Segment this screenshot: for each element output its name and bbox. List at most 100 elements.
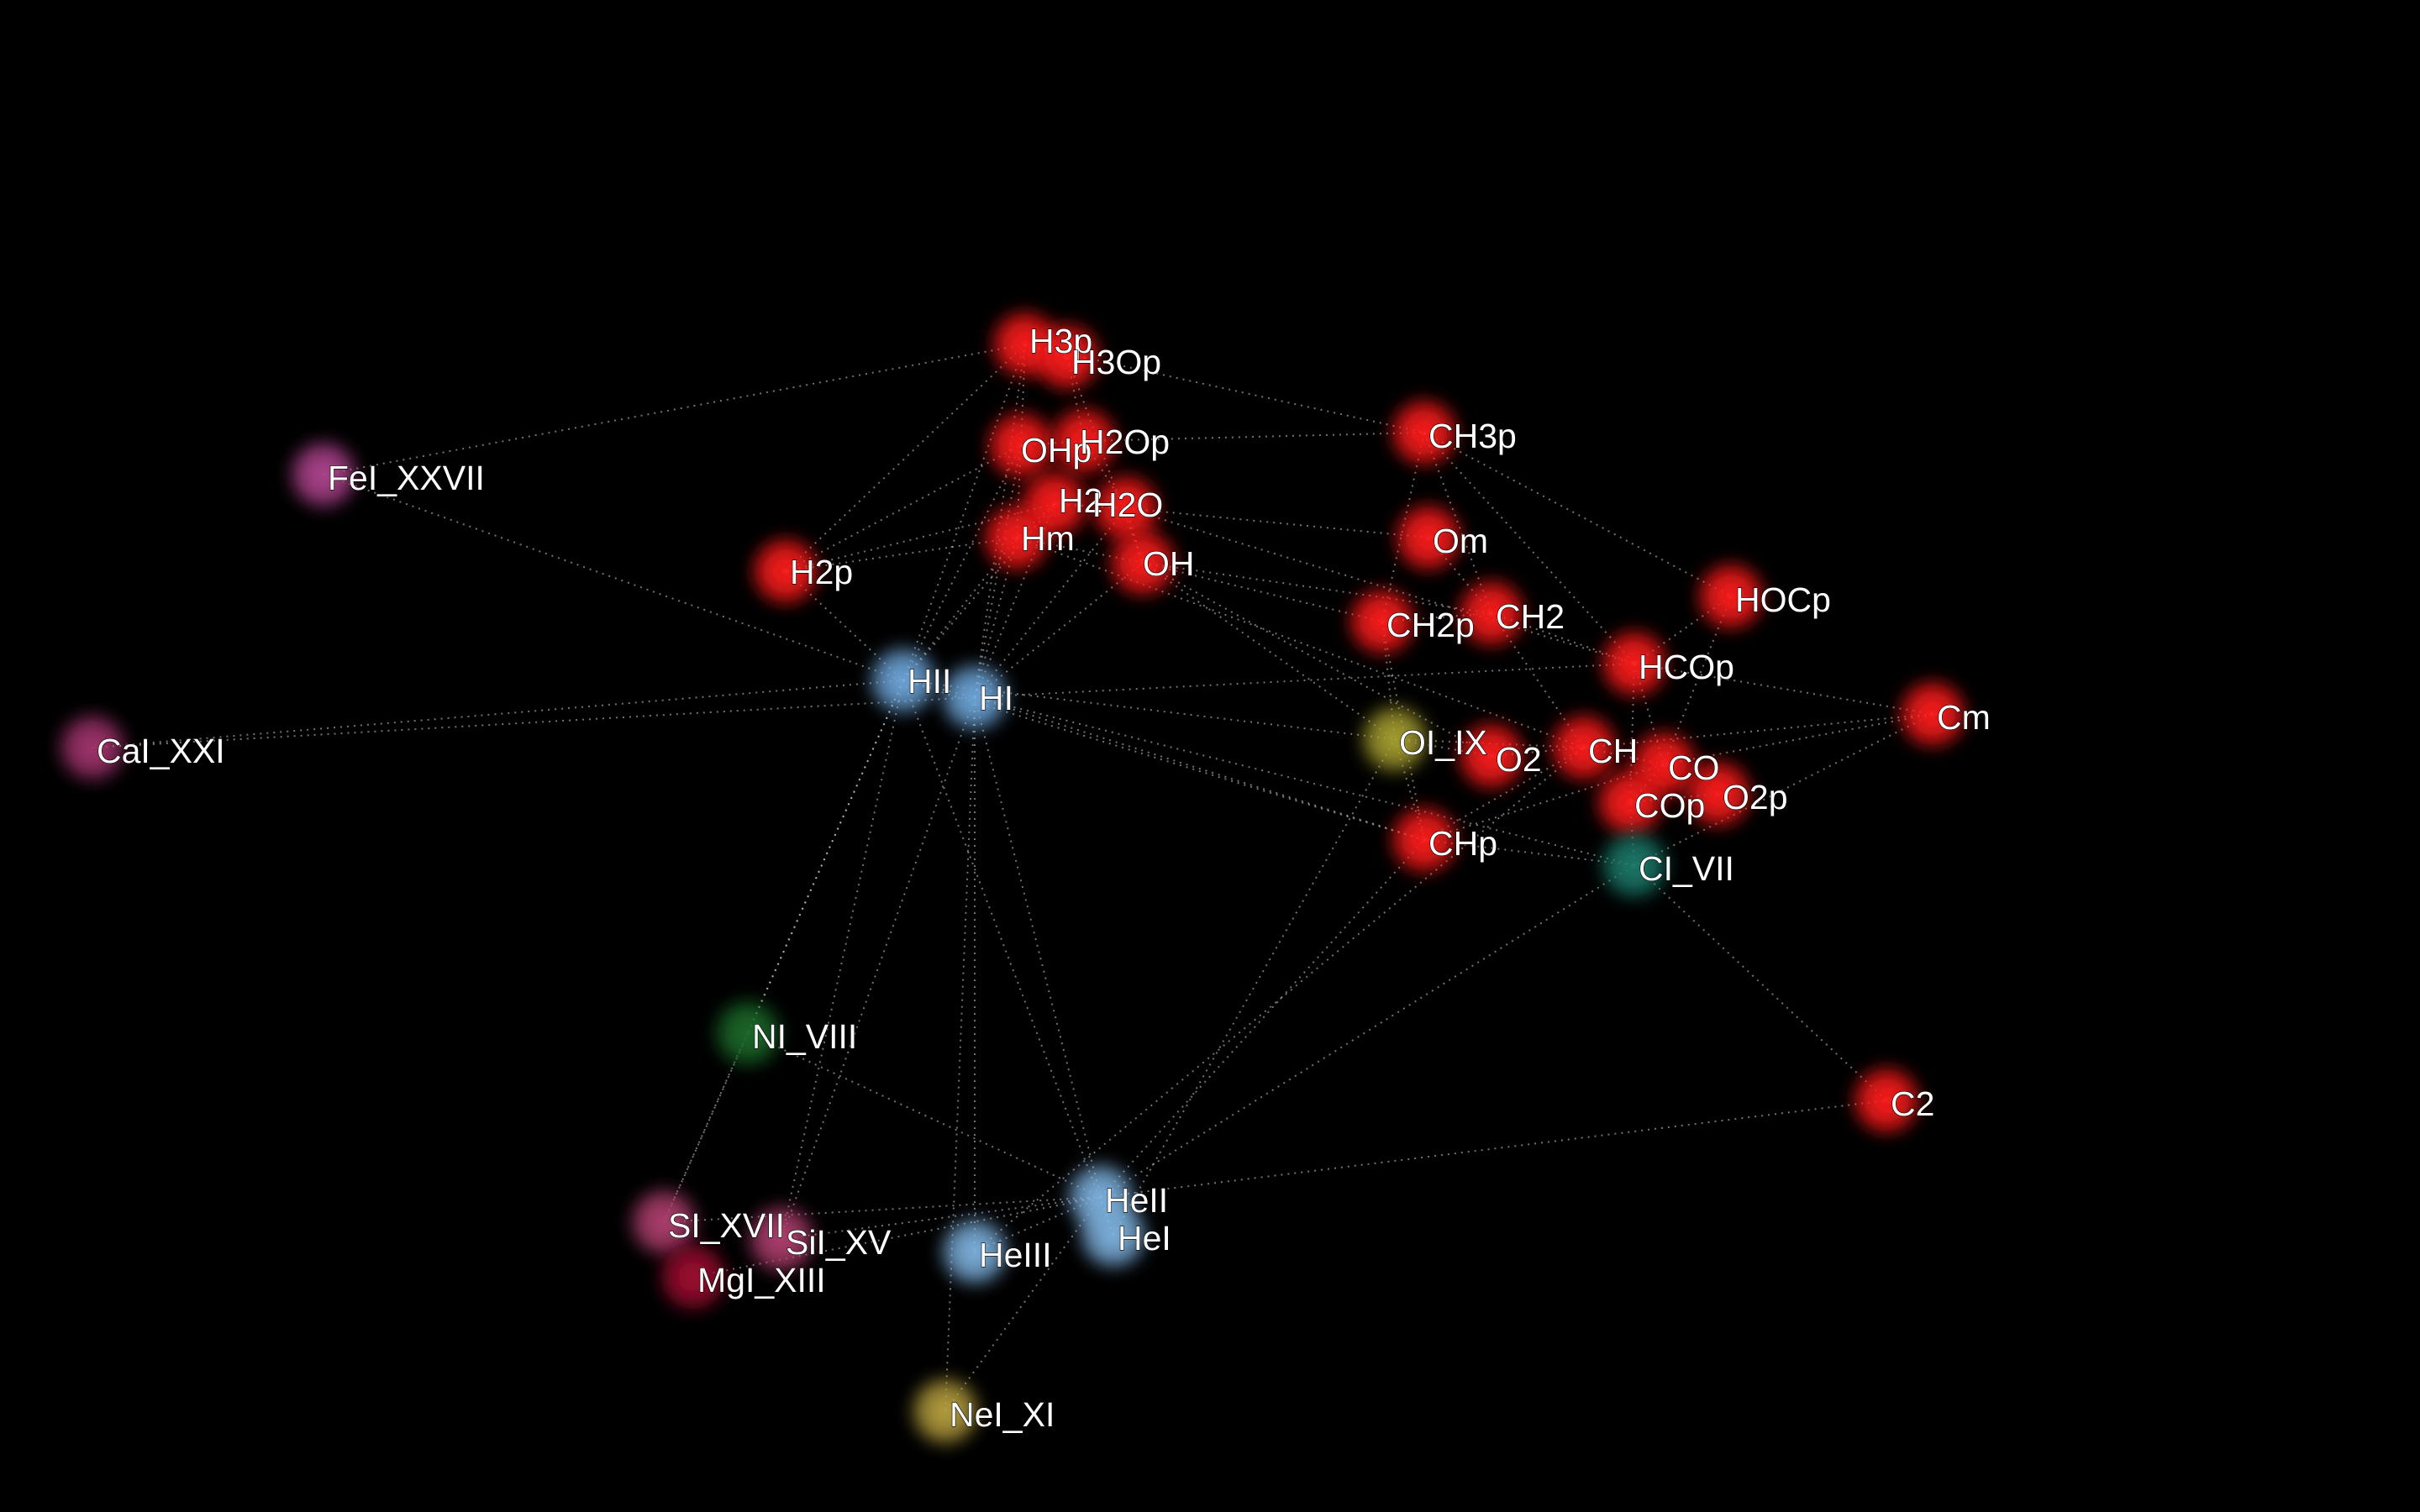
- node-label-SI_XVII: SI_XVII: [668, 1206, 785, 1245]
- node-Om[interactable]: [1397, 506, 1460, 570]
- node-H2p[interactable]: [754, 539, 818, 603]
- node-label-H2: H2: [1059, 481, 1102, 520]
- node-core-H2p: [771, 556, 801, 586]
- node-HeI[interactable]: [1081, 1203, 1145, 1267]
- edge-H2p-H3p: [785, 344, 1026, 572]
- node-label-C2: C2: [1891, 1084, 1934, 1123]
- node-label-H2p: H2p: [790, 553, 853, 591]
- edge-HeII-C2: [1100, 1100, 1887, 1198]
- node-NeI_XI[interactable]: [913, 1379, 977, 1443]
- node-core-CO: [1649, 749, 1679, 780]
- node-HII[interactable]: [871, 648, 935, 712]
- node-label-CI_VII: CI_VII: [1639, 849, 1734, 888]
- node-core-CHp: [1409, 825, 1439, 855]
- edge-FeI_XXVII-H3p: [323, 344, 1026, 475]
- node-label-HCOp: HCOp: [1639, 648, 1734, 686]
- edge-HI-CHp: [974, 696, 1425, 841]
- node-HCOp[interactable]: [1602, 632, 1666, 696]
- node-label-OI_IX: OI_IX: [1399, 723, 1487, 762]
- edge-OH-OI_IX: [1142, 562, 1396, 740]
- node-core-OHp: [1006, 430, 1036, 460]
- node-SiI_XV[interactable]: [750, 1207, 813, 1271]
- node-CHp[interactable]: [1392, 808, 1456, 872]
- edge-OH-CH2p: [1142, 562, 1383, 622]
- node-core-COp: [1615, 787, 1645, 817]
- node-label-SiI_XV: SiI_XV: [786, 1223, 892, 1262]
- node-OH[interactable]: [1111, 531, 1175, 595]
- node-HI[interactable]: [943, 665, 1007, 729]
- edge-CH3p-HOCp: [1423, 432, 1732, 597]
- edge-H2O-HCOp: [1125, 507, 1635, 664]
- node-H2Op[interactable]: [1052, 409, 1116, 473]
- node-COp[interactable]: [1598, 770, 1662, 834]
- node-CH3p[interactable]: [1392, 401, 1456, 465]
- node-label-HeII: HeII: [1105, 1181, 1168, 1220]
- node-label-HOCp: HOCp: [1735, 580, 1831, 619]
- edge-CHp-CI_VII: [1423, 839, 1635, 866]
- node-HOCp[interactable]: [1699, 564, 1763, 628]
- node-core-CH2: [1476, 598, 1507, 628]
- node-OHp[interactable]: [989, 413, 1053, 477]
- node-core-HII: [888, 665, 918, 696]
- node-H2O[interactable]: [1094, 476, 1158, 540]
- node-label-CH2: CH2: [1496, 597, 1565, 636]
- node-core-CH2p: [1367, 606, 1397, 637]
- edge-HI-NeI_XI: [944, 696, 976, 1412]
- edge-Cm-CH: [1583, 713, 1933, 748]
- node-core-HI: [960, 682, 990, 712]
- node-OI_IX[interactable]: [1363, 707, 1427, 771]
- node-core-CaI_XXI: [77, 732, 108, 763]
- node-label-H2O: H2O: [1092, 486, 1163, 524]
- node-MgI_XIII[interactable]: [661, 1245, 725, 1309]
- node-label-CO: CO: [1668, 748, 1720, 787]
- node-core-CH: [1569, 732, 1599, 763]
- node-core-HeI: [1098, 1220, 1128, 1250]
- node-CaI_XXI[interactable]: [60, 716, 124, 780]
- edge-NI_VIII-HeII: [747, 1032, 1102, 1198]
- node-label-O2p: O2p: [1723, 778, 1788, 816]
- node-label-H3p: H3p: [1029, 322, 1092, 360]
- node-Hm[interactable]: [985, 506, 1049, 570]
- edge-CH3p-HCOp: [1423, 432, 1635, 664]
- node-C2[interactable]: [1854, 1068, 1918, 1132]
- node-CI_VII[interactable]: [1602, 833, 1666, 897]
- node-CH2p[interactable]: [1350, 590, 1414, 654]
- node-core-H2Op: [1069, 426, 1099, 456]
- node-O2[interactable]: [1460, 724, 1523, 788]
- edge-CH3p-CH2p: [1381, 432, 1425, 622]
- node-core-Cm: [1918, 699, 1948, 729]
- node-core-HCOp: [1619, 648, 1649, 679]
- node-O2p[interactable]: [1686, 762, 1750, 826]
- edge-CH2p-CH2: [1381, 612, 1492, 622]
- node-core-H3Op: [1052, 342, 1082, 372]
- node-core-H3p: [1010, 329, 1040, 360]
- node-CH2[interactable]: [1460, 581, 1523, 645]
- node-label-NeI_XI: NeI_XI: [950, 1395, 1055, 1434]
- node-H3Op[interactable]: [1035, 325, 1099, 389]
- node-Cm[interactable]: [1901, 682, 1965, 746]
- node-label-HeI: HeI: [1118, 1219, 1171, 1257]
- node-core-MgI_XIII: [678, 1262, 708, 1292]
- node-core-FeI_XXVII: [308, 459, 339, 490]
- node-FeI_XXVII[interactable]: [292, 443, 355, 507]
- node-label-H2Op: H2Op: [1080, 423, 1170, 461]
- node-CH[interactable]: [1552, 716, 1616, 780]
- node-NI_VIII[interactable]: [716, 1001, 780, 1065]
- edge-HI-HCOp: [974, 663, 1635, 698]
- node-label-CH: CH: [1588, 732, 1638, 770]
- node-HeIII[interactable]: [943, 1220, 1007, 1284]
- node-label-NI_VIII: NI_VIII: [752, 1017, 857, 1056]
- node-SI_XVII[interactable]: [632, 1190, 696, 1254]
- node-label-COp: COp: [1634, 786, 1705, 825]
- node-core-CH3p: [1409, 417, 1439, 448]
- node-glows-layer: [60, 312, 1965, 1443]
- node-label-CHp: CHp: [1428, 824, 1497, 863]
- edge-HI-H2O: [974, 507, 1127, 698]
- node-core-CI_VII: [1619, 850, 1649, 880]
- node-label-CH3p: CH3p: [1428, 417, 1517, 455]
- node-label-HII: HII: [908, 662, 951, 701]
- node-label-Om: Om: [1433, 522, 1488, 560]
- node-core-HOCp: [1716, 581, 1746, 612]
- node-core-Om: [1413, 522, 1444, 553]
